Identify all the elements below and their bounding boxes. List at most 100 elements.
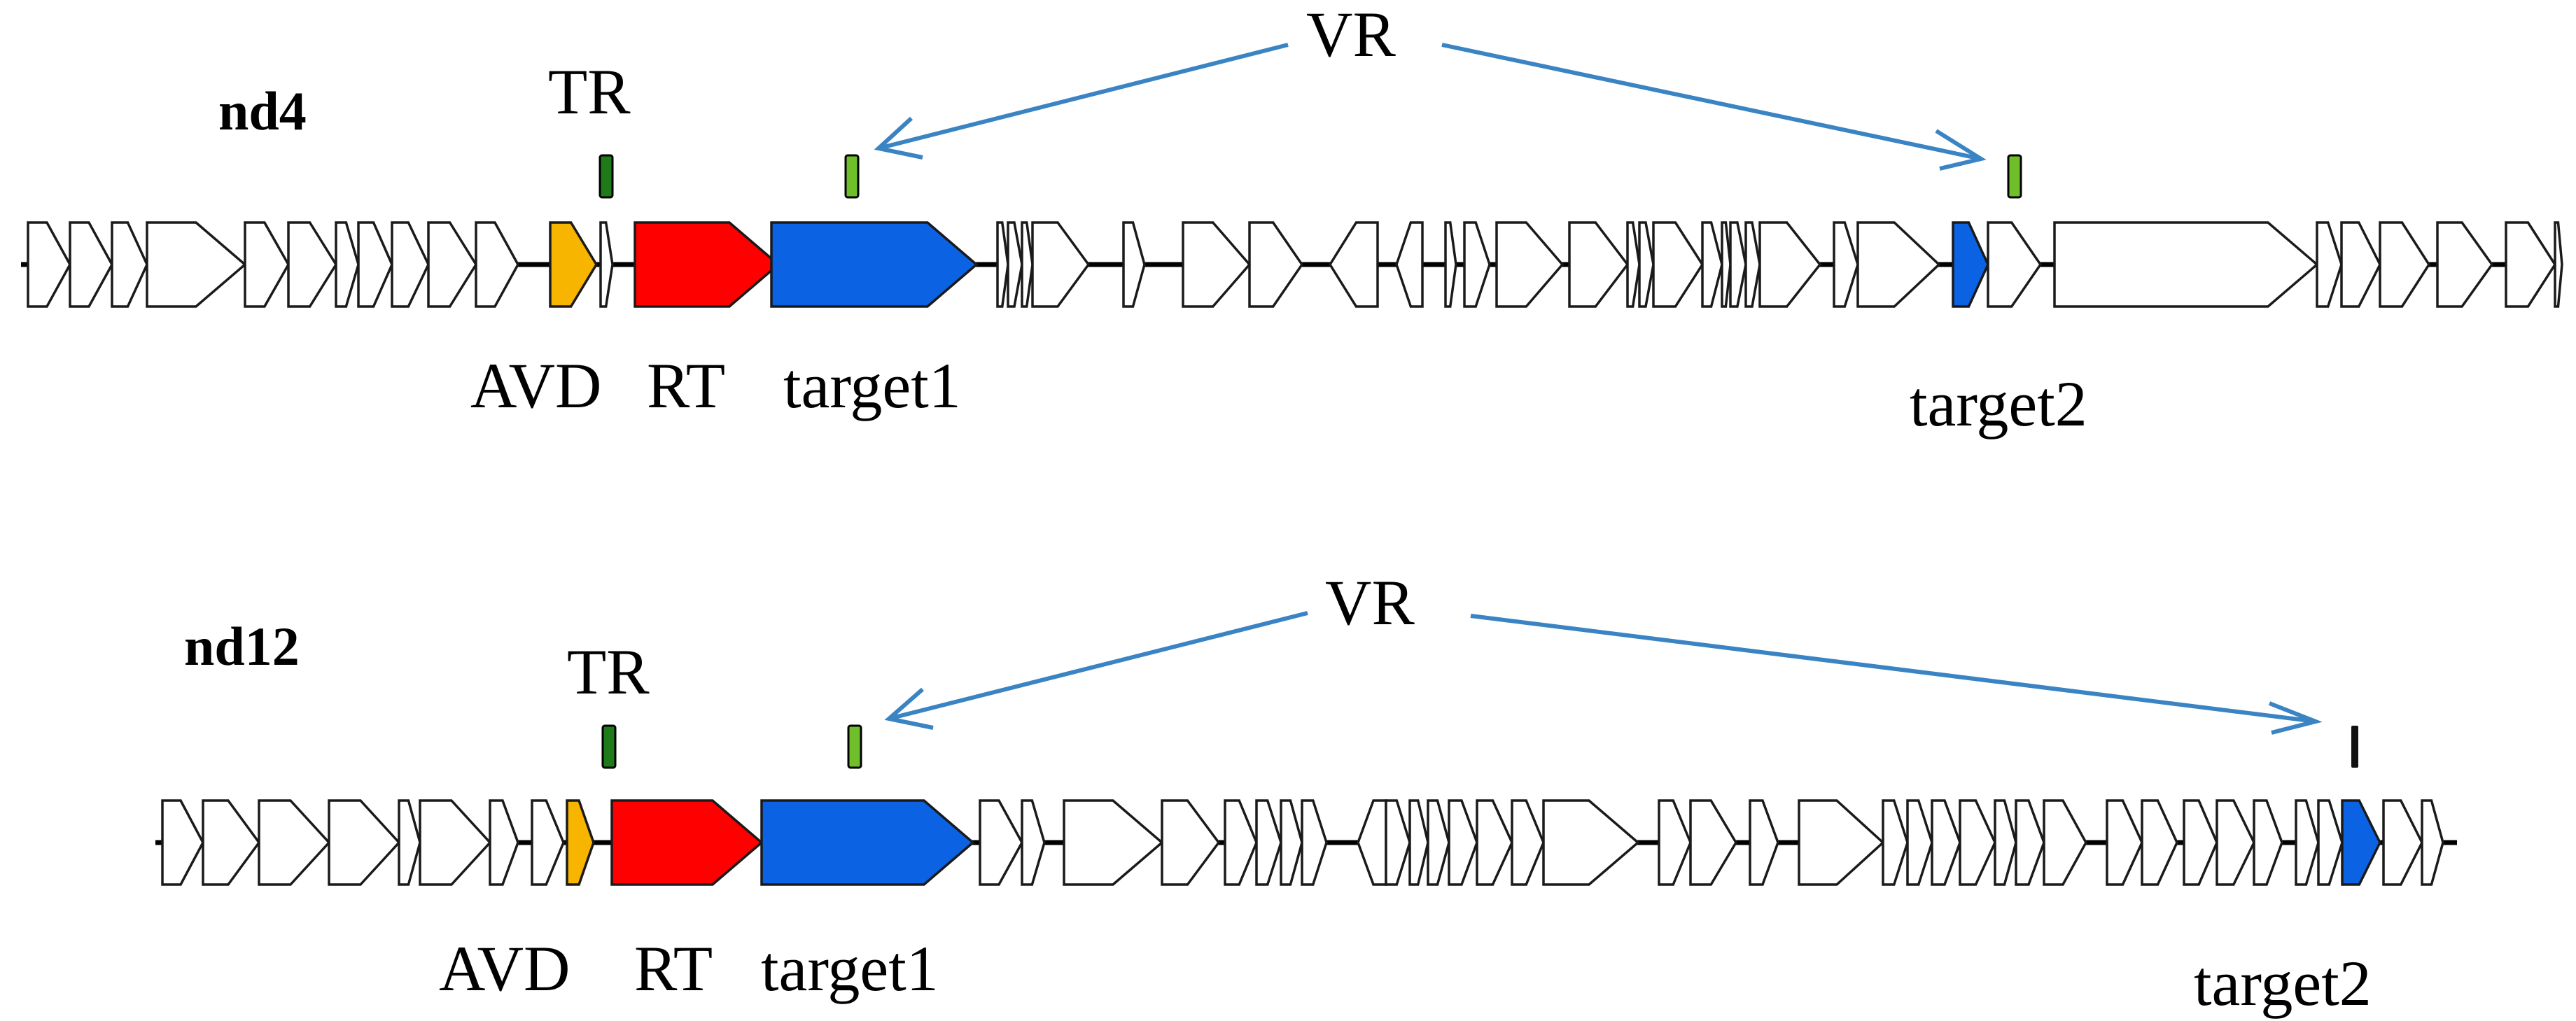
gene-orf [2053, 221, 2319, 308]
gene-orf [489, 799, 519, 886]
gene-orf [2505, 221, 2557, 308]
gene-orf [27, 221, 71, 308]
gene-orf [1476, 799, 1513, 886]
gene-orf [146, 221, 247, 308]
gene-orf [1798, 799, 1885, 886]
avd-label: AVD [439, 933, 570, 1004]
gene-orf [427, 221, 478, 308]
gene-orf [1395, 221, 1424, 308]
gene-orf [1161, 799, 1221, 886]
gene-rt [634, 221, 780, 308]
gene-target [1952, 221, 1989, 308]
gene-orf [1701, 221, 1723, 308]
vr-arrow-left [878, 43, 1289, 150]
gene-orf [1721, 221, 1732, 308]
gene-orf [391, 221, 430, 308]
gene-orf [2436, 221, 2494, 308]
gene-orf [2253, 799, 2283, 886]
gene-avd [549, 221, 598, 308]
gene-orf [2106, 799, 2143, 886]
gene-orf [2317, 799, 2344, 886]
gene-orf [2382, 799, 2423, 886]
gene-orf [1495, 221, 1564, 308]
gene-orf [1906, 799, 1933, 886]
gene-orf [1357, 799, 1387, 886]
gene-orf [335, 221, 360, 308]
gene-orf [1994, 799, 2017, 886]
target2-label: target2 [1910, 368, 2087, 439]
gene-orf [1568, 221, 1630, 308]
vr-label: VR [1306, 0, 1396, 70]
gene-orf [1448, 799, 1478, 886]
gene-orf [1122, 221, 1146, 308]
gene-orf [599, 221, 614, 308]
gene-arrows [27, 221, 2563, 308]
arrowhead-right-icon [2268, 701, 2323, 735]
gene-orf [1328, 221, 1379, 308]
target2-label: target2 [2194, 948, 2372, 1019]
gene-orf [996, 221, 1009, 308]
gene-orf [2421, 799, 2444, 886]
gene-rt [610, 799, 764, 886]
gene-orf [1689, 799, 1738, 886]
gene-orf [1427, 799, 1450, 886]
gene-orf [2316, 221, 2343, 308]
vr-marker-target2 [2351, 726, 2358, 768]
gene-orf [111, 221, 148, 308]
vr-arrow-right [1470, 614, 2316, 724]
gene-orf [1987, 221, 2043, 308]
gene-orf [2295, 799, 2320, 886]
gene-orf [1255, 799, 1282, 886]
track-name: nd4 [218, 80, 307, 141]
arrowhead-right-icon [1935, 129, 1987, 171]
gene-orf [1063, 799, 1164, 886]
vr-label: VR [1325, 567, 1415, 638]
target1-label: target1 [783, 350, 961, 421]
gene-orf [531, 799, 565, 886]
gene-orf [2379, 221, 2431, 308]
gene-orf [419, 799, 492, 886]
gene-orf [1031, 221, 1091, 308]
arrowhead-left-icon [884, 687, 934, 730]
tr-label: TR [548, 56, 631, 127]
gene-orf [2043, 799, 2087, 886]
gene-orf [1542, 799, 1640, 886]
gene-orf [2015, 799, 2045, 886]
gene-orf [1182, 221, 1252, 308]
gene-orf [1280, 799, 1303, 886]
gene-orf [244, 221, 290, 308]
gene-orf [1749, 799, 1779, 886]
vr-arrow-right [1441, 43, 1982, 161]
gene-orf [1658, 799, 1692, 886]
gene-target [2341, 799, 2381, 886]
tr-label: TR [567, 636, 650, 707]
gene-orf [1652, 221, 1704, 308]
gene-orf [69, 221, 113, 308]
avd-label: AVD [470, 350, 601, 421]
gene-orf [1931, 799, 1961, 886]
gene-orf [1882, 799, 1909, 886]
vr-marker-target1 [844, 154, 860, 199]
gene-orf [1224, 799, 1258, 886]
gene-orf [2554, 221, 2563, 308]
gene-orf [2141, 799, 2178, 886]
gene-orf [1959, 799, 1996, 886]
track-nd12: nd12 TR VR AVD RT target1 target2 [155, 567, 2457, 1019]
gene-orf [1444, 221, 1457, 308]
vr-arrows [884, 611, 2323, 735]
gene-orf [1511, 799, 1545, 886]
gene-orf [1021, 221, 1034, 308]
vr-marker-target1 [847, 724, 862, 769]
gene-orf [1856, 221, 1941, 308]
gene-orf [2183, 799, 2218, 886]
arrowhead-left-icon [874, 116, 923, 160]
gene-orf [1007, 221, 1023, 308]
gene-orf [398, 799, 421, 886]
gene-orf [357, 221, 393, 308]
tr-marker [598, 154, 614, 199]
gene-target [770, 221, 979, 308]
vr-marker-target2 [2007, 154, 2022, 199]
gene-orf [1638, 221, 1655, 308]
gene-orf [2340, 221, 2381, 308]
